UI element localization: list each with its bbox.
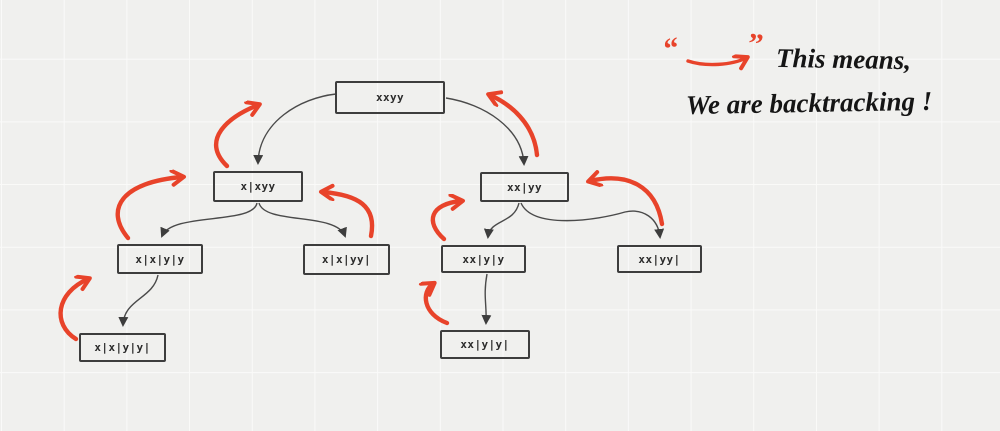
tree-node-xx-yy[interactable]: xx|yy [480,172,569,202]
tree-node-xx-yy-bar[interactable]: xx|yy| [617,245,702,273]
tree-edge-5-xx-yy-to-xx-y-y[interactable] [483,202,520,239]
backtrack-arrow-0-x-xyy-to-xxyy[interactable] [213,105,258,169]
node-label: x|xyy [240,180,276,193]
node-label: xx|yy [506,180,543,194]
node-label: xx|y|y [462,252,505,266]
node-label: xxyy [375,91,405,104]
node-label: x|x|yy| [321,253,372,266]
backtrack-arrow-6-xx-yy-bar-to-xx-yy[interactable] [590,178,665,227]
close-quote-mark: ” [746,27,765,62]
node-label: xx|y|y| [460,338,510,351]
tree-edge-7-xx-y-y-to-xx-y-y-bar[interactable] [481,273,492,325]
node-label: xx|yy| [638,252,681,266]
tree-node-x-x-y-y-bar[interactable]: x|x|y|y| [79,333,166,362]
tree-edge-0-xxyy-to-x-xyy[interactable] [253,93,337,165]
tree-node-xx-y-y-bar[interactable]: xx|y|y| [440,330,530,359]
red-right-arrow-icon[interactable] [686,58,746,65]
node-label: x|x|y|y [135,252,185,266]
tree-node-x-xyy[interactable]: x|xyy [213,171,303,202]
backtrack-arrow-4-x-x-y-y-bar-to-x-x-y-y[interactable] [58,279,88,342]
backtrack-arrow-2-x-x-y-y-to-x-xyy[interactable] [115,177,182,241]
tree-node-xx-y-y[interactable]: xx|y|y [441,245,526,273]
backtrack-arrow-7-xx-y-y-bar-to-xx-y-y[interactable] [426,284,450,326]
tree-edge-2-x-xyy-to-x-x-y-y[interactable] [160,202,258,238]
backtrack-arrow-1-xx-yy-to-xxyy[interactable] [490,95,540,158]
tree-edge-4-x-x-y-y-to-x-x-y-y-bar[interactable] [118,274,159,327]
tree-node-xxyy[interactable]: xxyy [335,81,445,114]
tree-edge-6-xx-yy-to-xx-yy-bar[interactable] [520,202,665,239]
tree-edge-1-xxyy-to-xx-yy[interactable] [445,97,529,166]
tree-node-x-x-yy-bar[interactable]: x|x|yy| [303,244,390,275]
node-label: x|x|y|y| [94,341,151,354]
annotation-line-1: This means, [775,42,912,76]
annotation-line-2: We are backtracking ! [685,85,933,121]
backtrack-arrow-5-xx-y-y-to-xx-yy[interactable] [430,201,461,242]
tree-edge-3-x-xyy-to-x-x-yy[interactable] [258,202,347,238]
tree-node-x-x-y-y[interactable]: x|x|y|y [117,244,203,274]
backtrack-arrow-3-x-x-yy-to-x-xyy[interactable] [323,192,375,239]
